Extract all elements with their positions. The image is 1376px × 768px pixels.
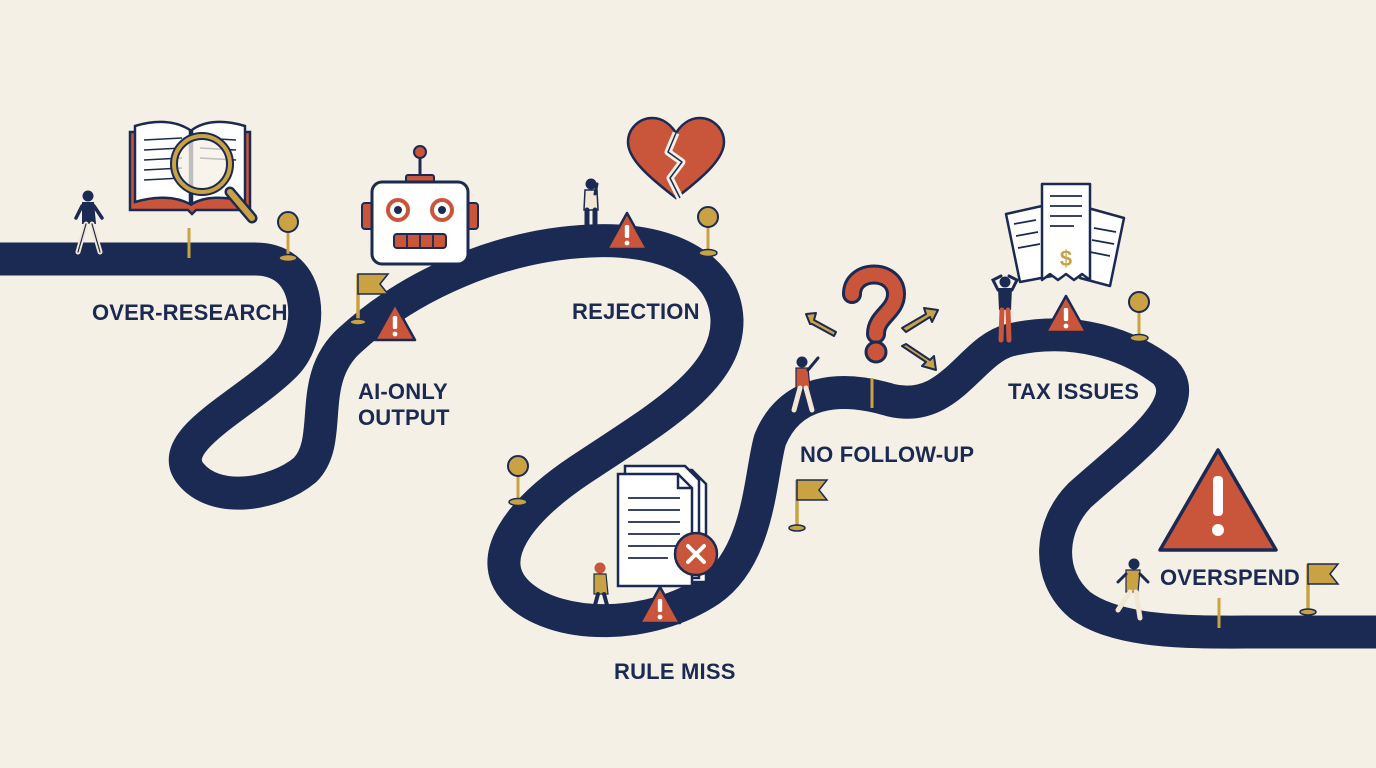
walking-person-icon bbox=[590, 562, 612, 618]
receipts-icon: $ bbox=[1004, 182, 1126, 288]
running-person-icon bbox=[1115, 558, 1150, 621]
stage-label-no-follow-up: NO FOLLOW-UP bbox=[800, 442, 975, 467]
robot-icon bbox=[361, 145, 479, 266]
walking-person-icon bbox=[74, 190, 104, 255]
stage-label-tax-issues: TAX ISSUES bbox=[1008, 379, 1140, 404]
rejected-document-icon bbox=[616, 464, 719, 588]
stage-label-rule-miss: RULE MISS bbox=[614, 659, 736, 684]
stage-label-line: AI-ONLY bbox=[358, 379, 448, 404]
stage-label-rejection: REJECTION bbox=[572, 299, 700, 324]
stage-label-overspend: OVERSPEND bbox=[1160, 565, 1300, 590]
book-magnifier-icon bbox=[128, 120, 258, 224]
reaching-person-icon bbox=[791, 356, 820, 413]
flag-marker-icon bbox=[787, 478, 829, 533]
broken-heart-icon bbox=[626, 116, 726, 200]
flag-marker-icon bbox=[1298, 562, 1340, 617]
stage-label-over-research: OVER-RESEARCH bbox=[92, 300, 288, 325]
worried-person-icon bbox=[583, 178, 599, 241]
stage-label-ai-only-output: AI-ONLY OUTPUT bbox=[358, 379, 450, 431]
stressed-person-icon bbox=[990, 274, 1020, 343]
stage-label-line: OUTPUT bbox=[358, 405, 450, 430]
receipt-dollar-sign: $ bbox=[1060, 246, 1072, 271]
warning-sign-icon bbox=[1044, 294, 1088, 334]
large-warning-icon bbox=[1158, 448, 1278, 552]
winding-road-path bbox=[0, 224, 1376, 649]
question-arrows-icon bbox=[805, 264, 939, 371]
